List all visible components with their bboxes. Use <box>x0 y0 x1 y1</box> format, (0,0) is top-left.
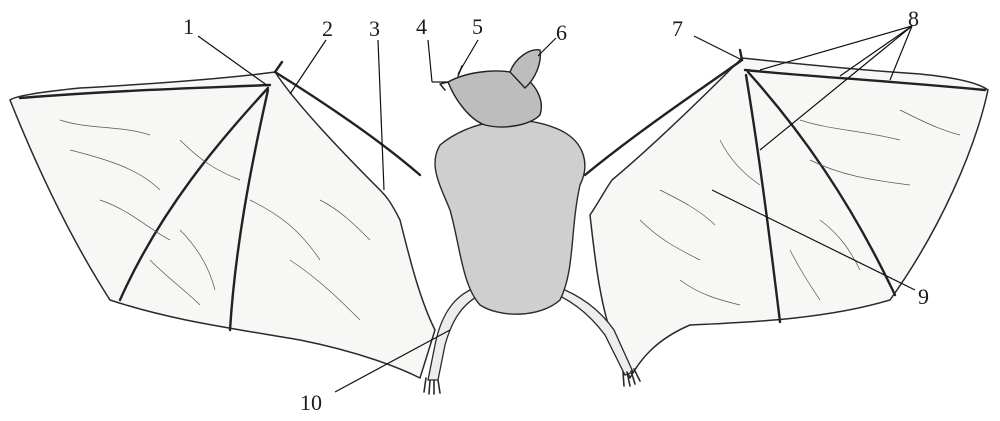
left-hind-leg <box>428 290 478 380</box>
label-9: 9 <box>918 284 929 309</box>
leader-4 <box>428 40 432 82</box>
leader-2 <box>290 40 326 94</box>
leader-8a <box>760 26 912 70</box>
leader-6 <box>538 38 556 56</box>
label-4: 4 <box>416 14 427 39</box>
leader-7 <box>694 36 742 60</box>
label-1: 1 <box>183 14 194 39</box>
right-wing-membrane <box>590 58 988 378</box>
label-3: 3 <box>369 16 380 41</box>
label-7: 7 <box>672 16 683 41</box>
label-8: 8 <box>908 6 919 31</box>
label-6: 6 <box>556 20 567 45</box>
label-5: 5 <box>472 14 483 39</box>
label-10: 10 <box>300 390 322 415</box>
leader-5 <box>458 40 478 74</box>
bat-snout <box>440 82 448 90</box>
label-2: 2 <box>322 16 333 41</box>
bat-body <box>435 120 585 314</box>
leader-3 <box>378 40 384 190</box>
left-wing-membrane <box>10 72 435 378</box>
left-thumb <box>275 62 282 72</box>
